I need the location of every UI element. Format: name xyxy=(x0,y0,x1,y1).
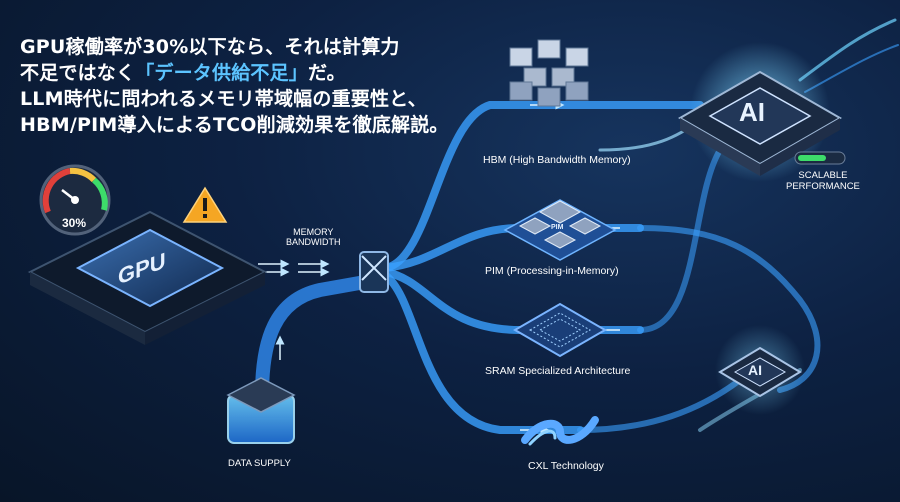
memory-bandwidth-line-1: MEMORY xyxy=(293,227,334,237)
hbm-label: HBM (High Bandwidth Memory) xyxy=(483,154,631,166)
headline-line-3: LLM時代に問われるメモリ帯域幅の重要性と、 xyxy=(20,88,427,110)
loop-upper xyxy=(637,147,723,333)
data-supply-tank xyxy=(226,377,296,444)
memory-bandwidth-line-2: BANDWIDTH xyxy=(286,237,341,247)
headline-line-2-pre: 不足ではなく xyxy=(20,62,136,84)
data-supply-label: DATA SUPPLY xyxy=(228,458,291,469)
loop-right xyxy=(637,225,821,393)
headline-highlight: 「データ供給不足」 xyxy=(135,62,309,84)
pipe-to-sram xyxy=(381,268,644,334)
ai-small-chip xyxy=(715,325,805,415)
warning-icon xyxy=(182,186,228,223)
cxl-label: CXL Technology xyxy=(528,460,604,472)
sram-label: SRAM Specialized Architecture xyxy=(485,365,631,377)
pim-label: PIM (Processing-in-Memory) xyxy=(485,265,619,277)
scalable-line-1: SCALABLE xyxy=(798,170,848,181)
hbm-stack xyxy=(509,39,589,107)
headline-line-2-post: だ。 xyxy=(308,62,346,84)
ai-small-label: AI xyxy=(748,362,762,378)
headline-line-2: 不足ではなく「データ供給不足」だ。 xyxy=(20,60,450,86)
loop-lower xyxy=(577,377,743,433)
utilization-gauge xyxy=(39,164,111,236)
pipe-to-hbm xyxy=(381,101,704,272)
ai-main-label: AI xyxy=(739,97,765,127)
scalable-line-2: PERFORMANCE xyxy=(786,181,860,192)
gauge-value: 30% xyxy=(62,216,87,230)
headline-line-4: HBM/PIM導入によるTCO削減効果を徹底解説。 xyxy=(20,114,449,136)
gpu-chip xyxy=(27,210,268,345)
headline-line-1: GPU稼働率が30%以下なら、それは計算力 xyxy=(20,36,400,58)
performance-bar xyxy=(794,151,846,165)
ai-main-chip xyxy=(677,42,843,182)
cxl-link-icon xyxy=(521,416,599,446)
memory-bandwidth-label: MEMORY BANDWIDTH xyxy=(286,227,341,247)
sram-chip xyxy=(513,302,607,358)
bandwidth-bottleneck xyxy=(359,251,389,293)
pim-chip-label: PIM xyxy=(551,224,564,231)
scalable-performance-label: SCALABLE PERFORMANCE xyxy=(786,170,860,192)
data-supply-pipe xyxy=(255,275,372,402)
headline: GPU稼働率が30%以下なら、それは計算力 不足ではなく「データ供給不足」だ。 … xyxy=(20,34,450,138)
pipe-to-cxl xyxy=(381,271,584,434)
pim-chip xyxy=(503,199,617,261)
